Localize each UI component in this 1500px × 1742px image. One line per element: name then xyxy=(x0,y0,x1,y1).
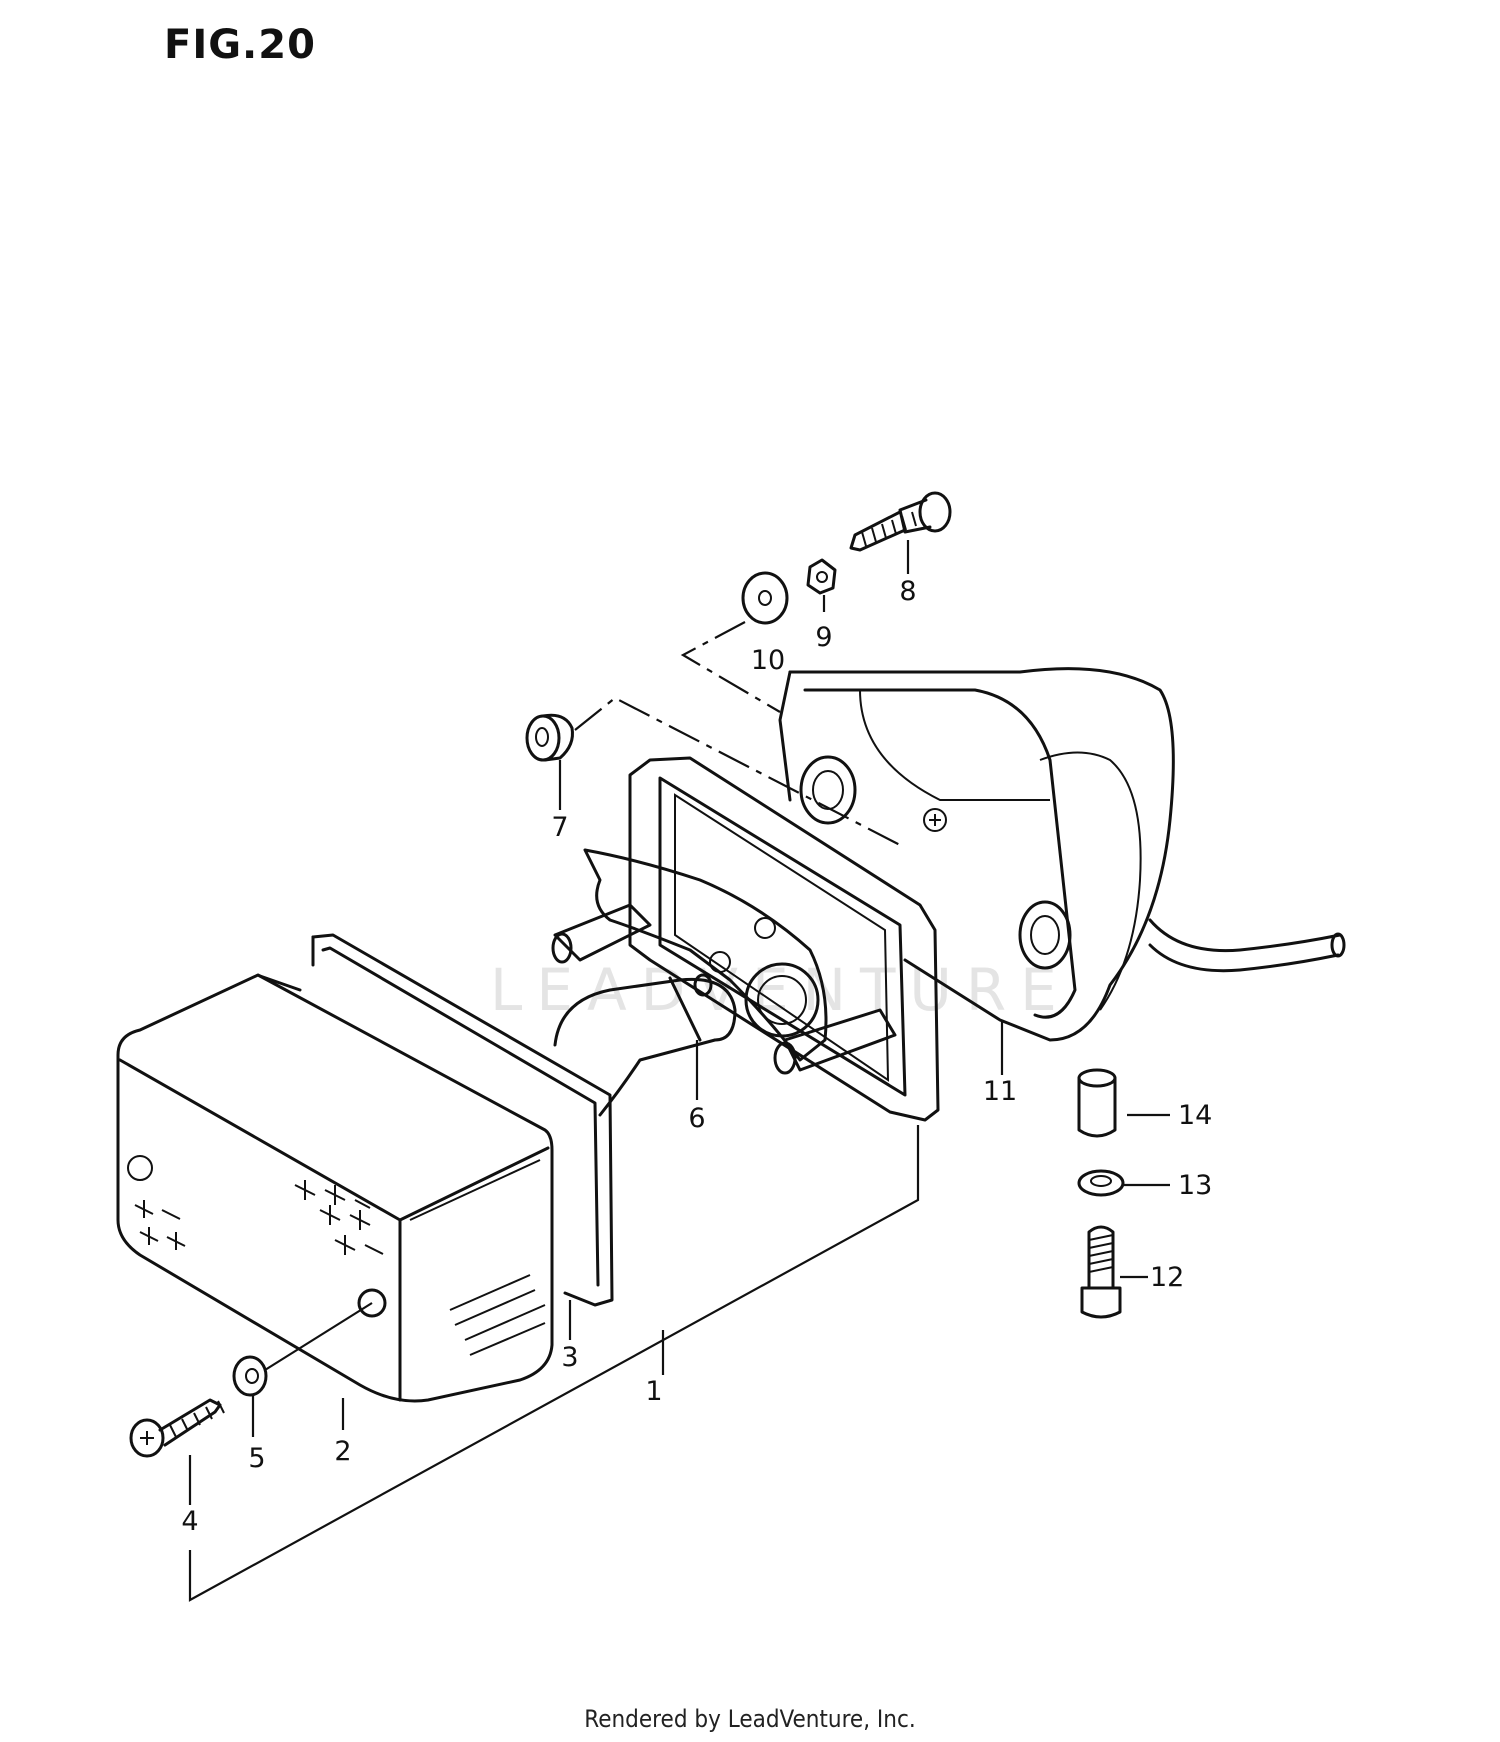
screw-part-8[interactable] xyxy=(849,491,952,552)
washer-part-5[interactable] xyxy=(232,1355,268,1397)
lens-part-2[interactable] xyxy=(116,973,554,1403)
socket-part-6[interactable] xyxy=(553,973,737,1117)
callout-2: 2 xyxy=(334,1436,351,1467)
callout-10: 10 xyxy=(751,645,785,676)
callout-5: 5 xyxy=(248,1443,265,1474)
screw-part-4[interactable] xyxy=(129,1398,225,1458)
callout-13: 13 xyxy=(1178,1170,1212,1201)
callout-7: 7 xyxy=(551,812,568,843)
housing-part-11[interactable] xyxy=(778,667,1346,1042)
base-plate[interactable] xyxy=(551,756,940,1122)
grommet-part-7[interactable] xyxy=(525,713,574,762)
callout-14: 14 xyxy=(1178,1100,1212,1131)
callout-1: 1 xyxy=(645,1376,662,1407)
figure-title: FIG.20 xyxy=(164,22,316,68)
spacer-part-14[interactable] xyxy=(1077,1068,1117,1138)
callout-9: 9 xyxy=(815,622,832,653)
footer-credit: Rendered by LeadVenture, Inc. xyxy=(584,1705,916,1733)
bolt-part-12[interactable] xyxy=(1080,1225,1122,1319)
callout-3: 3 xyxy=(561,1342,578,1373)
callout-11: 11 xyxy=(983,1076,1017,1107)
gasket-part-3[interactable] xyxy=(311,933,614,1307)
callout-4: 4 xyxy=(181,1506,198,1537)
callout-8: 8 xyxy=(899,576,916,607)
callouts: 1 2 3 4 5 6 7 8 9 10 11 12 13 14 xyxy=(181,576,1212,1537)
washer-part-13[interactable] xyxy=(1077,1169,1125,1197)
washer-part-10[interactable] xyxy=(741,571,789,625)
nut-part-9[interactable] xyxy=(806,558,837,595)
watermark: LEADVENTURE xyxy=(490,956,1071,1024)
leader-lines xyxy=(188,540,1170,1602)
callout-6: 6 xyxy=(688,1103,705,1134)
callout-12: 12 xyxy=(1150,1262,1184,1293)
